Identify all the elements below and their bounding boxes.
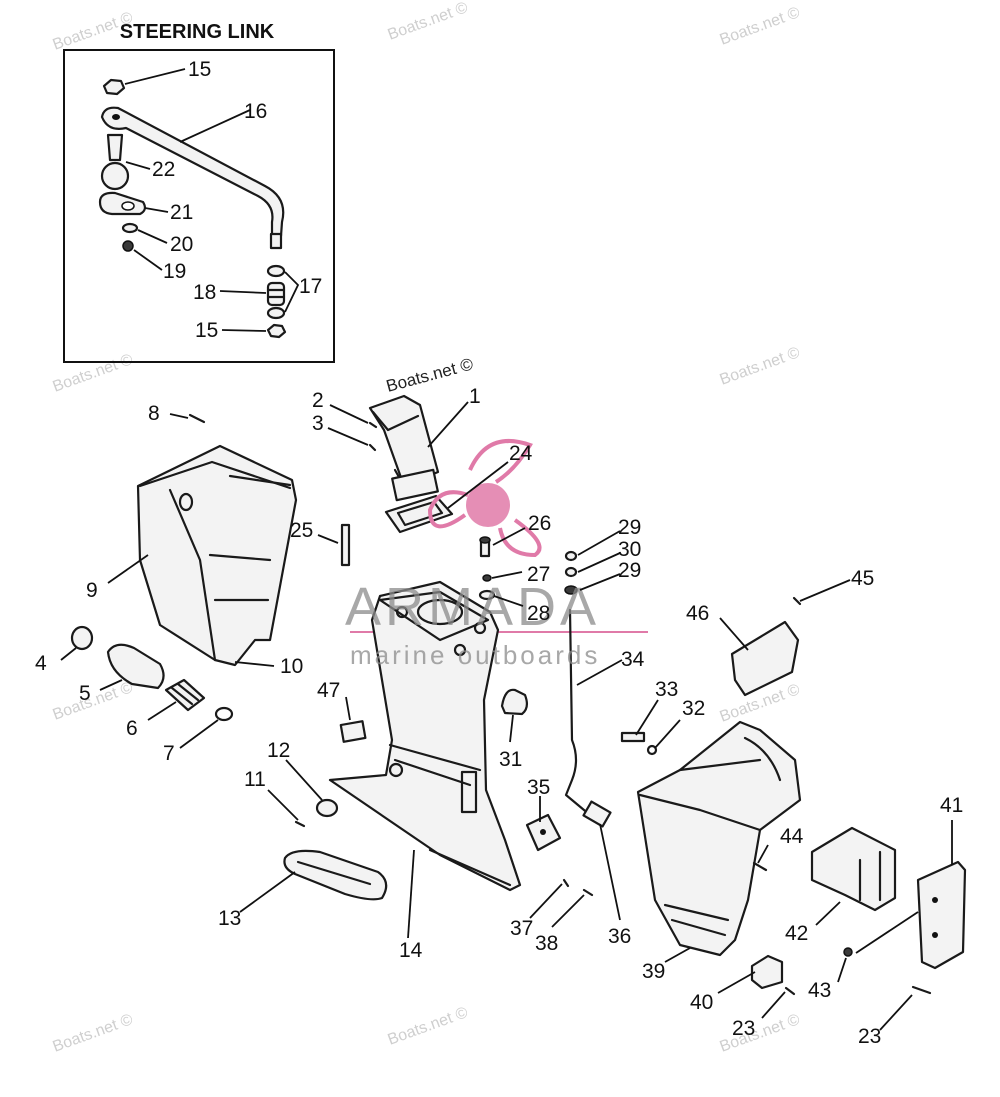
callout-34: 34 xyxy=(621,648,645,671)
callout-16: 16 xyxy=(244,100,267,123)
callout-15: 15 xyxy=(188,58,211,81)
callout-labels: 1 2 3 8 24 9 25 26 27 28 29 30 29 45 46 … xyxy=(35,385,963,1048)
callout-31: 31 xyxy=(499,748,522,771)
callout-23: 23 xyxy=(858,1025,881,1048)
callout-3: 3 xyxy=(312,412,324,435)
leader-lines xyxy=(60,401,953,1031)
callout-24: 24 xyxy=(509,442,533,465)
brand-tagline: marine outboards xyxy=(350,640,600,670)
plug-icon xyxy=(315,798,339,818)
callout-4: 4 xyxy=(35,652,47,675)
callout-5: 5 xyxy=(79,682,91,705)
watermark: Boats.net © xyxy=(384,354,475,396)
bolt-icon xyxy=(620,731,646,743)
callout-25: 25 xyxy=(290,519,313,542)
callout-30: 30 xyxy=(618,538,641,561)
inset-title: STEERING LINK xyxy=(120,21,275,43)
washer-icon xyxy=(266,264,286,278)
callout-18: 18 xyxy=(193,281,216,304)
callout-26: 26 xyxy=(528,512,551,535)
callout-46: 46 xyxy=(686,602,709,625)
callout-6: 6 xyxy=(126,717,138,740)
drive-shaft-housing xyxy=(328,580,522,892)
callout-39: 39 xyxy=(642,960,665,983)
callout-15: 15 xyxy=(195,319,218,342)
callout-11: 11 xyxy=(244,768,266,791)
dowel-pin xyxy=(340,523,351,567)
callout-22: 22 xyxy=(152,158,175,181)
callout-17: 17 xyxy=(299,275,322,298)
shield-plate xyxy=(810,826,897,912)
callout-7: 7 xyxy=(163,742,175,765)
upper-cowl xyxy=(136,413,298,667)
callout-21: 21 xyxy=(170,201,193,224)
decal xyxy=(339,720,367,743)
inset-frame xyxy=(63,49,335,363)
callout-33: 33 xyxy=(655,678,678,701)
callout-13: 13 xyxy=(218,907,241,930)
lower-housing xyxy=(636,720,802,957)
bushing-icon xyxy=(266,281,286,307)
watermark: Boats.net © xyxy=(718,1011,803,1056)
callout-20: 20 xyxy=(170,233,193,256)
callout-40: 40 xyxy=(690,991,713,1014)
grommet-group xyxy=(70,625,234,722)
callout-9: 9 xyxy=(86,579,98,602)
callout-19: 19 xyxy=(163,260,186,283)
callout-41: 41 xyxy=(940,794,963,817)
brand-logo xyxy=(350,439,648,633)
watermark: Boats.net © xyxy=(51,1011,136,1056)
plug-icon xyxy=(70,625,94,651)
ball-stud xyxy=(106,133,124,162)
screw-icon xyxy=(294,820,306,828)
callout-23: 23 xyxy=(732,1017,755,1040)
callout-38: 38 xyxy=(535,932,558,955)
callout-8: 8 xyxy=(148,402,160,425)
callout-27: 27 xyxy=(527,563,550,586)
fastener-stack xyxy=(478,536,578,716)
callout-45: 45 xyxy=(851,567,874,590)
watermark: Boats.net © xyxy=(386,0,471,44)
callout-36: 36 xyxy=(608,925,631,948)
seal-ring xyxy=(283,849,388,901)
watermark: Boats.net © xyxy=(718,4,803,49)
watermark: Boats.net © xyxy=(386,1004,471,1049)
brand-name: ARMADA xyxy=(345,577,600,637)
steering-link-inset: STEERING LINK 15 16 xyxy=(63,21,335,363)
callout-42: 42 xyxy=(785,922,808,945)
callout-29: 29 xyxy=(618,516,641,539)
callout-2: 2 xyxy=(312,389,324,412)
callout-12: 12 xyxy=(267,739,290,762)
cover-plate xyxy=(730,620,800,697)
anode-plate xyxy=(750,954,784,990)
callout-32: 32 xyxy=(682,697,705,720)
callout-28: 28 xyxy=(527,602,550,625)
callout-10: 10 xyxy=(280,655,303,678)
trim-plate xyxy=(916,860,967,970)
callout-43: 43 xyxy=(808,979,831,1002)
exhaust-housing-assembly xyxy=(368,394,454,534)
shift-rod xyxy=(564,608,612,828)
callout-47: 47 xyxy=(317,679,340,702)
callout-29: 29 xyxy=(618,559,641,582)
callout-35: 35 xyxy=(527,776,550,799)
watermark: Boats.net © xyxy=(718,344,803,389)
nut-icon xyxy=(102,78,126,96)
callout-1: 1 xyxy=(469,385,481,408)
callout-14: 14 xyxy=(399,939,423,962)
watermark: Boats.net © xyxy=(51,679,136,724)
screw-icon xyxy=(122,240,134,252)
callout-44: 44 xyxy=(780,825,804,848)
callout-37: 37 xyxy=(510,917,533,940)
